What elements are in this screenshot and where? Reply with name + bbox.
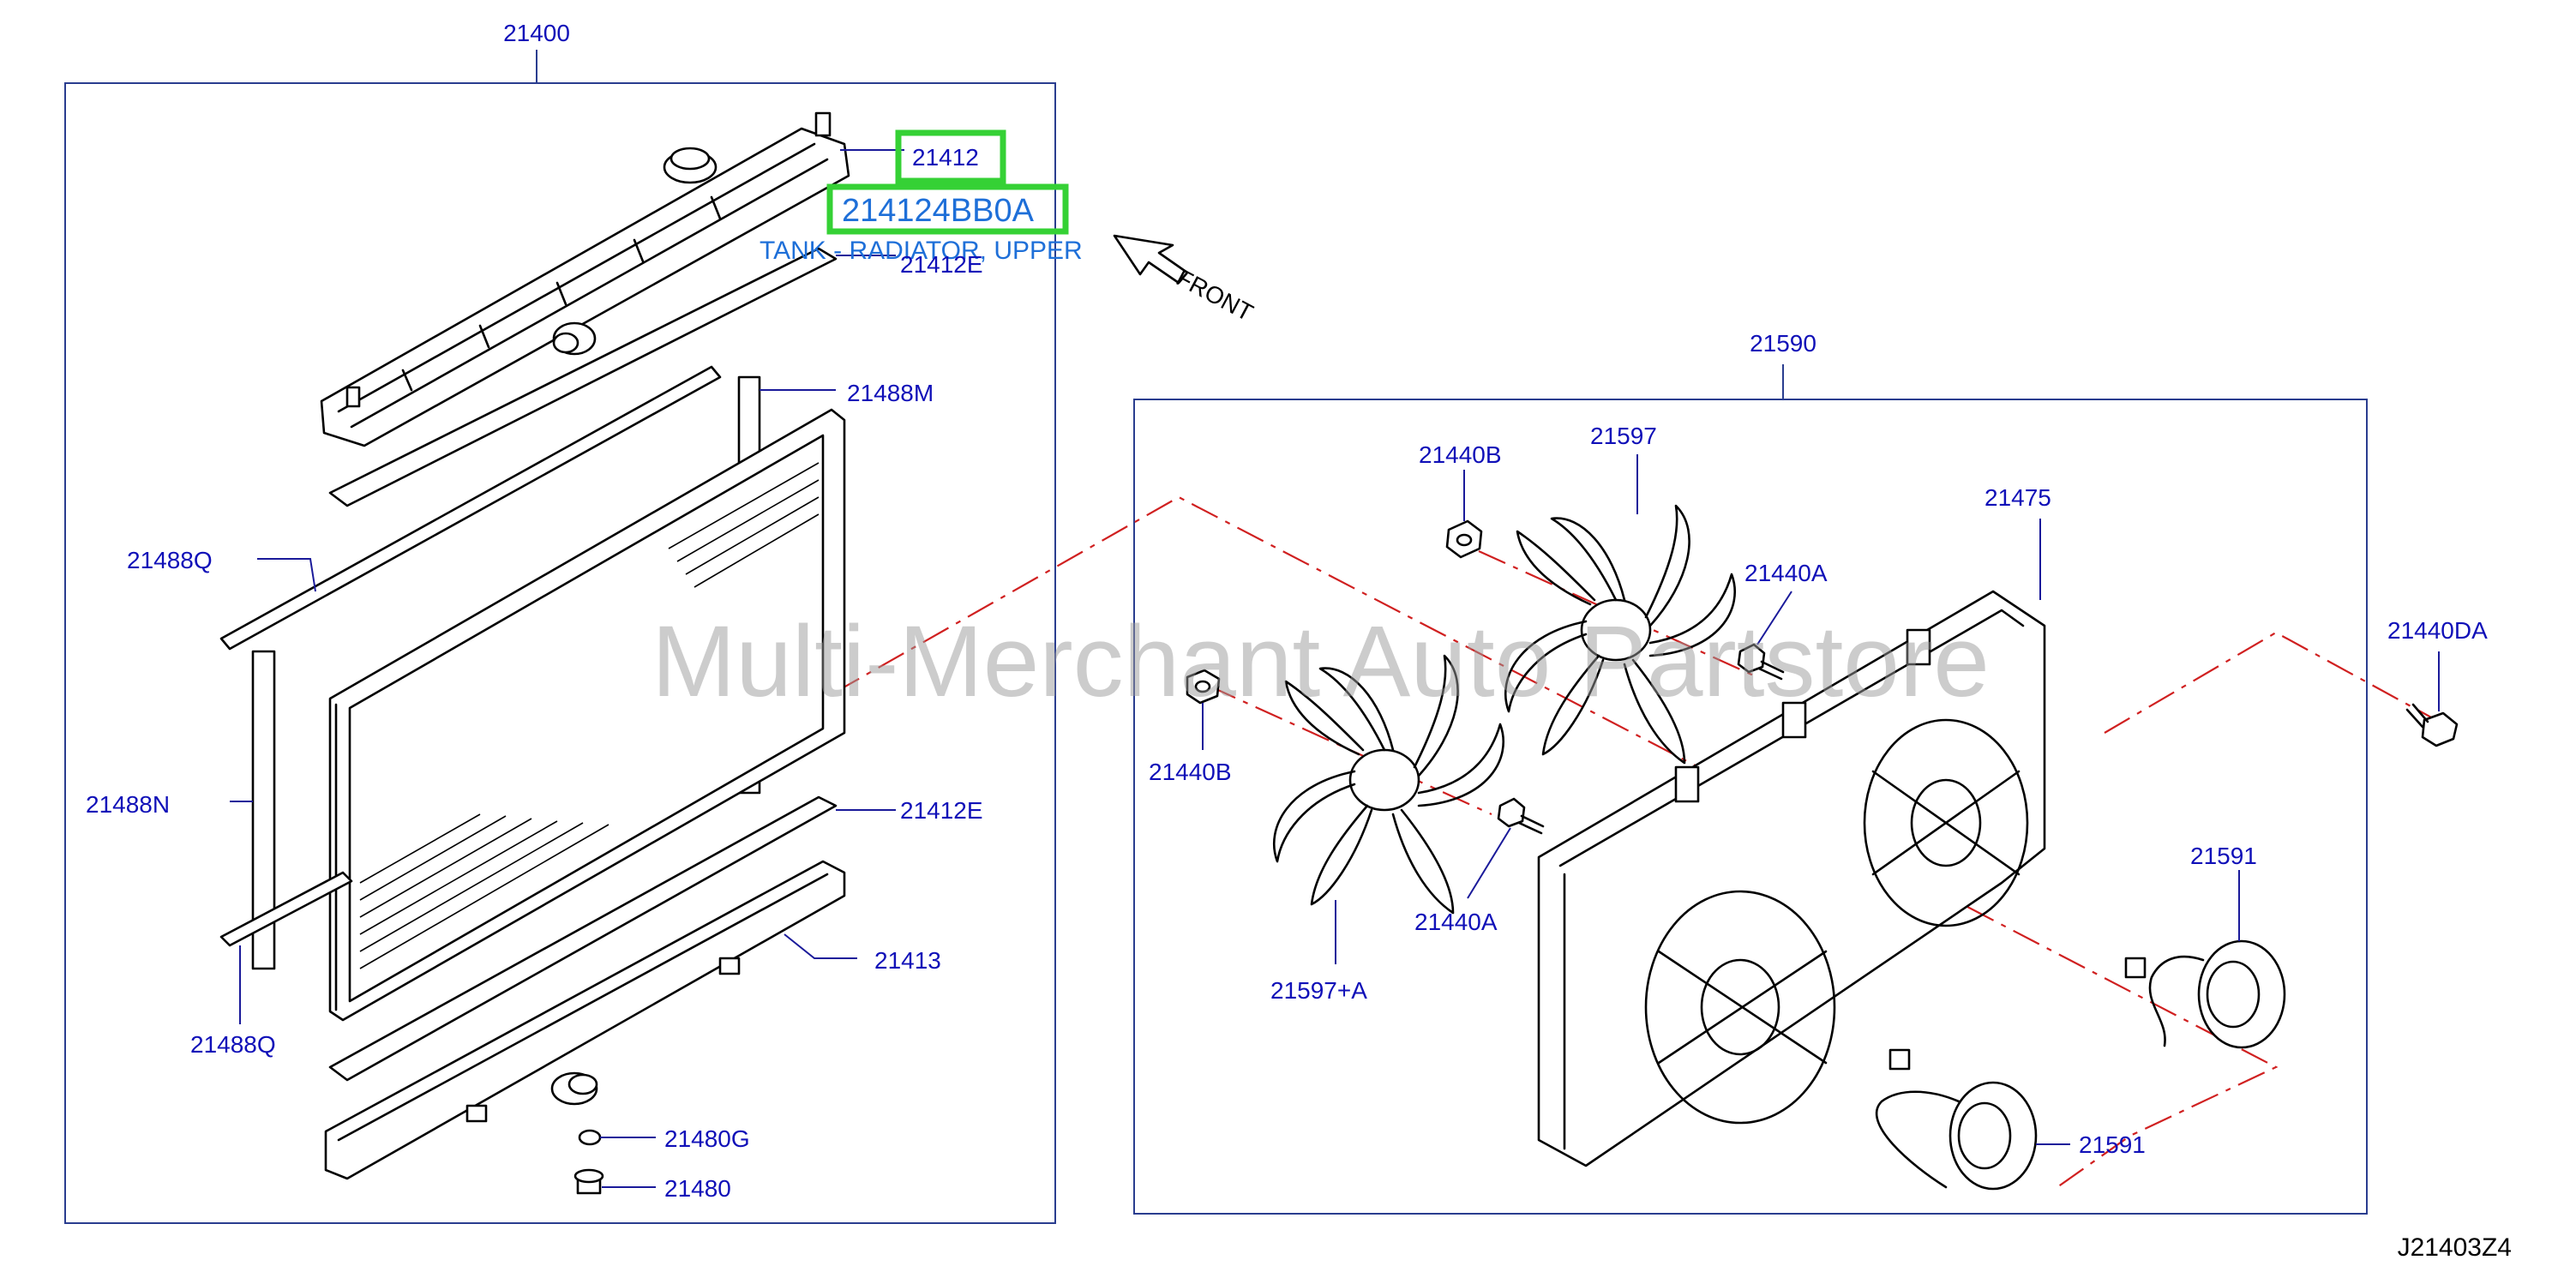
seal-strip-21488Q-upper[interactable] (219, 365, 722, 651)
fan-shroud-assembly-frame (1133, 399, 2368, 1215)
label-21488N[interactable]: 21488N (86, 791, 170, 818)
bolt-21440A-top[interactable] (1737, 643, 1785, 681)
nut-21440B-left[interactable] (1186, 669, 1221, 705)
radiator-core[interactable] (328, 408, 846, 1022)
label-21488Q-upper[interactable]: 21488Q (127, 547, 213, 573)
label-21597[interactable]: 21597 (1590, 423, 1657, 449)
label-21480[interactable]: 21480 (664, 1175, 731, 1202)
label-21597-A[interactable]: 21597+A (1270, 977, 1367, 1004)
lower-radiator-tank[interactable] (324, 860, 846, 1180)
front-direction-arrow (1113, 234, 1189, 285)
upper-radiator-tank[interactable] (320, 111, 850, 447)
label-21488M[interactable]: 21488M (847, 380, 934, 406)
label-21590[interactable]: 21590 (1750, 330, 1816, 357)
radiator-assembly-frame (64, 82, 1056, 1224)
drain-plug[interactable] (573, 1168, 604, 1195)
label-21591-right[interactable]: 21591 (2190, 843, 2257, 869)
seal-strip-21488N[interactable] (251, 650, 276, 970)
highlight-part-number[interactable]: 214124BB0A (842, 193, 1035, 229)
highlight-box-21412 (895, 129, 1006, 184)
label-21412E-upper[interactable]: 21412E (900, 251, 983, 278)
highlight-part-description: TANK - RADIATOR, UPPER (760, 237, 1083, 265)
label-21440DA[interactable]: 21440DA (2387, 617, 2488, 644)
front-label: FRONT (1172, 264, 1258, 327)
cooling-fan-21597-A[interactable] (1273, 654, 1504, 915)
label-21488Q-lower[interactable]: 21488Q (190, 1031, 276, 1058)
bolt-21440DA[interactable] (2405, 703, 2459, 747)
fan-motor-21591-right[interactable] (2124, 939, 2286, 1049)
diagram-code: J21403Z4 (2398, 1233, 2512, 1262)
bolt-21440A-mid[interactable] (1497, 797, 1545, 835)
watermark-text: Multi-Merchant Auto Partstore (652, 605, 1990, 718)
label-21440A-mid[interactable]: 21440A (1414, 909, 1498, 935)
fan-shroud-21475[interactable] (1537, 590, 2046, 1167)
seal-strip-21488Q-lower[interactable] (219, 871, 353, 947)
label-21440B-left[interactable]: 21440B (1149, 759, 1232, 785)
cooling-fan-21597[interactable] (1504, 504, 1736, 765)
drain-plug-seal[interactable] (578, 1129, 602, 1146)
label-21412[interactable]: 21412 (912, 144, 979, 171)
upper-tank-gasket[interactable] (328, 247, 838, 507)
label-21591-bottom[interactable]: 21591 (2079, 1131, 2146, 1158)
label-21440B-top[interactable]: 21440B (1419, 441, 1502, 468)
highlight-box-part-number (826, 183, 1069, 235)
label-21400[interactable]: 21400 (503, 20, 570, 46)
label-21480G[interactable]: 21480G (664, 1125, 750, 1152)
nut-21440B-top[interactable] (1445, 519, 1483, 559)
label-21440A-top[interactable]: 21440A (1744, 560, 1828, 586)
label-21412E-lower[interactable]: 21412E (900, 797, 983, 824)
fan-motor-21591-bottom[interactable] (1875, 1048, 2038, 1191)
label-21413[interactable]: 21413 (874, 947, 941, 974)
lower-tank-gasket[interactable] (328, 795, 838, 1082)
label-21475[interactable]: 21475 (1985, 484, 2051, 511)
